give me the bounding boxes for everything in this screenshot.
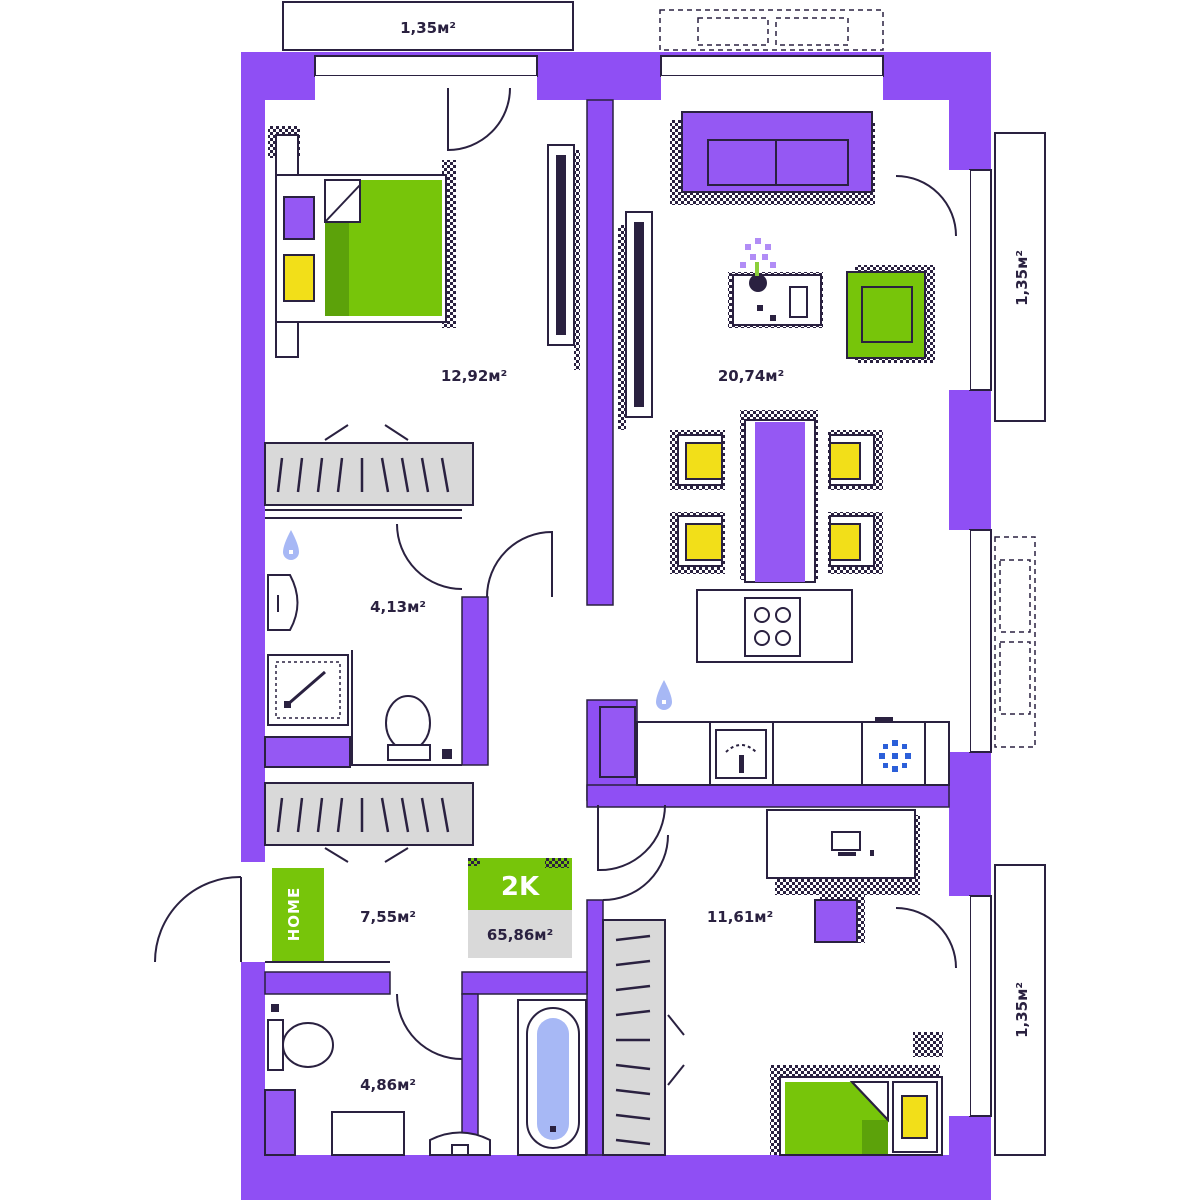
home-sign-text: HOME <box>285 887 303 941</box>
dashed-frame-top <box>659 9 884 51</box>
wardrobe-hall <box>264 782 474 863</box>
storage-cabinet <box>264 1089 296 1156</box>
bed-single <box>770 1032 943 1156</box>
balcony-top-area: 1,35м² <box>400 19 456 37</box>
snowflake-icon <box>879 740 911 772</box>
toilet-bathroom2 <box>267 1004 334 1071</box>
toilet-bathroom1 <box>385 695 452 761</box>
bathroom1-area: 4,13м² <box>370 598 426 616</box>
bed-double <box>268 126 456 358</box>
dining-chairs <box>670 430 883 574</box>
water-drop-icon <box>283 530 299 560</box>
bedroom2-area: 11,61м² <box>707 908 773 926</box>
dashed-frame-right <box>994 536 1036 748</box>
balcony-right-upper: 1,35м² <box>994 132 1046 422</box>
bathtub <box>517 999 587 1156</box>
door-swings <box>154 87 957 1060</box>
interior-walls <box>264 99 950 1156</box>
window-reveal-right-3 <box>949 896 970 1116</box>
hall-area: 7,55м² <box>360 908 416 926</box>
sink-bathroom2 <box>429 1131 491 1156</box>
flower-icon <box>740 238 776 292</box>
shower-tray <box>267 654 349 726</box>
living-area: 20,74м² <box>718 367 784 385</box>
bathroom2-area: 4,86м² <box>360 1076 416 1094</box>
dining-table <box>740 410 818 583</box>
washing-machine <box>331 1111 405 1156</box>
sofa <box>670 111 875 205</box>
window-reveal-right-1 <box>949 170 970 390</box>
armchair <box>846 265 935 363</box>
tv-panel-living <box>618 211 653 430</box>
wardrobe-bedroom1 <box>264 424 474 506</box>
balcony-right-lower-area: 1,35м² <box>1013 982 1031 1038</box>
water-drop-icon <box>656 680 672 710</box>
coffee-table <box>728 272 823 328</box>
balcony-right-lower: 1,35м² <box>994 864 1046 1156</box>
entrance-gap <box>241 862 265 962</box>
apartment-type: 2K <box>501 872 540 902</box>
window-reveal-top-right <box>661 76 883 100</box>
wardrobe-bedroom2 <box>602 919 685 1156</box>
windows <box>314 55 992 1117</box>
kitchen-island <box>696 589 853 663</box>
window-reveal-right-2 <box>949 530 970 752</box>
balcony-top: 1,35м² <box>282 1 574 51</box>
apartment-badge: 2K 65,86м² <box>468 858 572 958</box>
bedroom1-area: 12,92м² <box>441 367 507 385</box>
apartment-total-area: 65,86м² <box>487 926 553 944</box>
desk <box>766 809 920 895</box>
storage-shelf <box>264 736 351 768</box>
balcony-right-upper-area: 1,35м² <box>1013 250 1031 306</box>
desk-chair <box>814 893 865 943</box>
tv-panel-bedroom1 <box>547 144 580 370</box>
window-reveal-top-left <box>315 76 537 100</box>
home-sign: HOME <box>272 868 324 961</box>
sink-bathroom1 <box>267 574 299 631</box>
